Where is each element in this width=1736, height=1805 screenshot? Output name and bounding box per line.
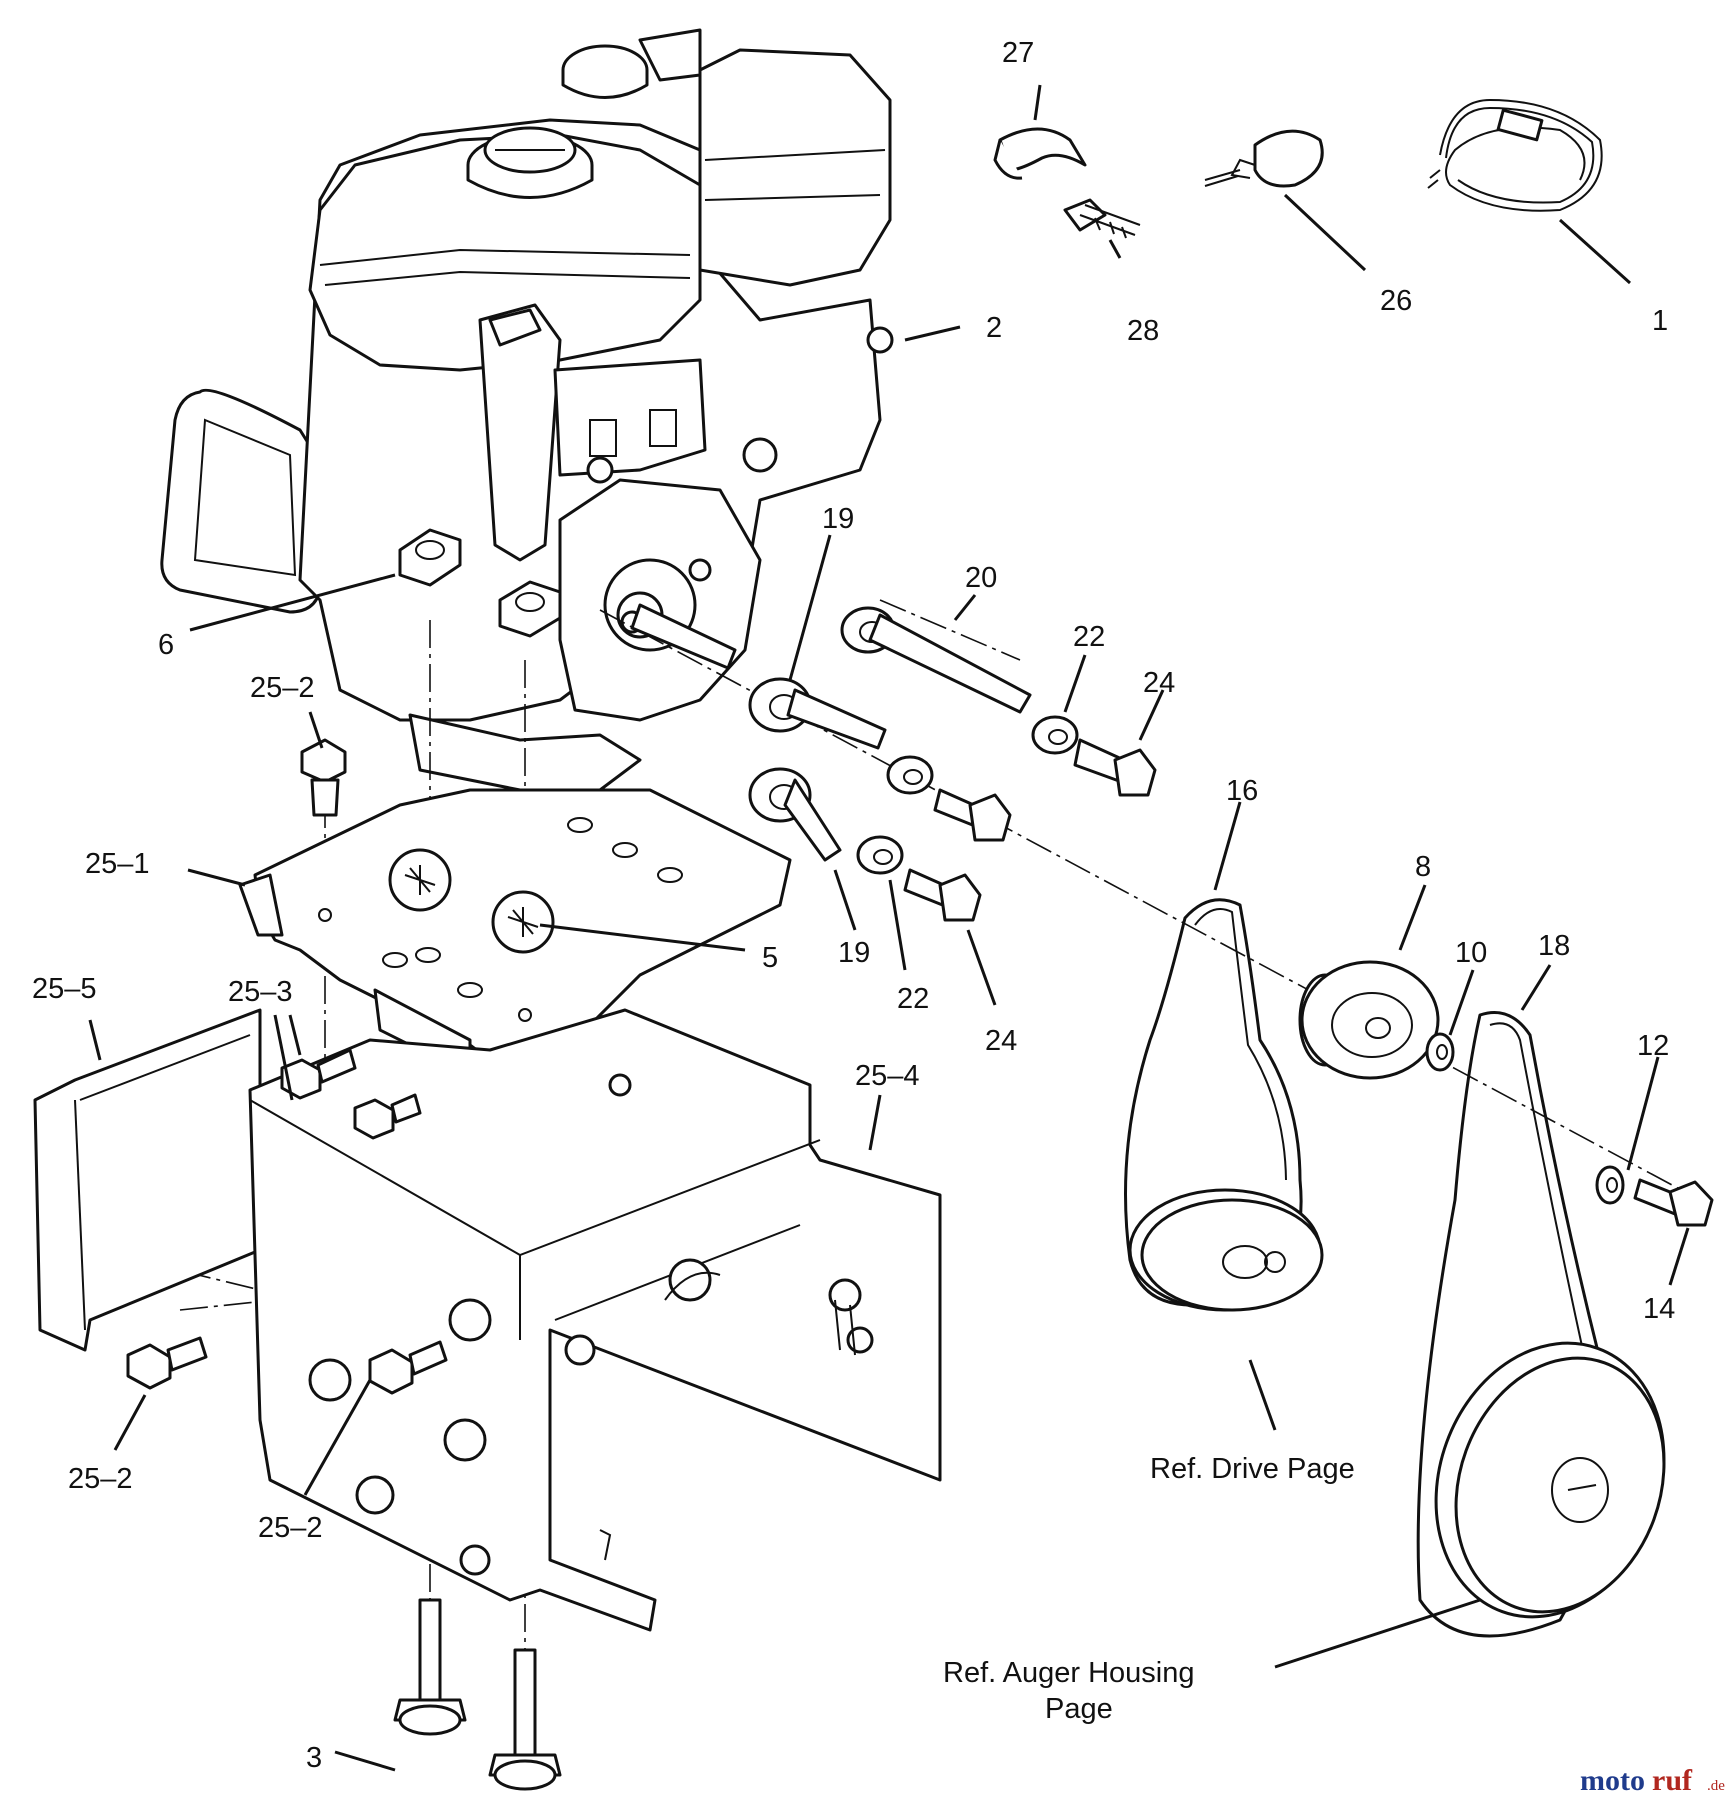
part-25-3-bolt-a [280, 1048, 357, 1100]
part-28-screw [1063, 198, 1141, 239]
callout-25-4: 25–4 [855, 1060, 920, 1092]
callout-10: 10 [1455, 937, 1487, 969]
callout-3: 3 [306, 1742, 322, 1774]
part-14-bolt [1633, 1178, 1714, 1227]
callout-5: 5 [762, 942, 778, 974]
callout-8: 8 [1415, 851, 1431, 883]
auger-pulley [1434, 1341, 1666, 1619]
part-12-washer [1595, 1165, 1625, 1205]
part-3-carriage-bolt-left [393, 1598, 467, 1736]
callout-25-3: 25–3 [228, 976, 293, 1008]
callout-14: 14 [1643, 1293, 1675, 1325]
callout-24-bottom: 24 [985, 1025, 1017, 1057]
part-18-auger-belt [1416, 1011, 1615, 1638]
part-25-2-bolt-top [300, 738, 347, 817]
drive-pulley [1128, 1188, 1324, 1312]
part-22-washer-mid [886, 755, 934, 795]
callout-1: 1 [1652, 305, 1668, 337]
part-10-washer [1425, 1032, 1455, 1072]
part-24-bolt-bottom [903, 868, 982, 922]
callout-labels: 27 28 26 1 2 6 19 20 22 24 16 8 10 18 12… [32, 37, 1675, 1774]
part-3-carriage-bolt-right [488, 1648, 562, 1791]
callout-19-top: 19 [822, 503, 854, 535]
part-22-washer-top [1031, 715, 1079, 755]
callout-27: 27 [1002, 37, 1034, 69]
leader-lines [88, 84, 1690, 1772]
engine [160, 28, 894, 792]
callout-25-1: 25–1 [85, 848, 150, 880]
mount-nut-right [498, 580, 562, 638]
part-26-key [1204, 129, 1324, 188]
callout-22-bottom: 22 [897, 983, 929, 1015]
ref-auger-housing-line1: Ref. Auger Housing [943, 1657, 1194, 1689]
mount-nut-left [398, 528, 462, 587]
callout-25-2-top: 25–2 [250, 672, 315, 704]
part-22-washer-bottom [856, 835, 904, 875]
part-19-eye-bolt-top [748, 677, 887, 750]
part-19-eye-bolt-bottom [748, 767, 842, 862]
callout-24-top: 24 [1143, 667, 1175, 699]
ref-drive-page: Ref. Drive Page [1150, 1453, 1355, 1485]
callout-2: 2 [986, 312, 1002, 344]
part-25-3-bolt-b [353, 1093, 422, 1140]
ref-auger-housing-line2: Page [1045, 1693, 1113, 1725]
watermark-part1: moto [1580, 1764, 1645, 1797]
callout-19-bottom: 19 [838, 937, 870, 969]
part-20-bolt-long [840, 606, 1032, 714]
part-24-bolt-mid [933, 788, 1012, 842]
watermark-logo: moto ruf .de [1580, 1764, 1725, 1797]
callout-20: 20 [965, 562, 997, 594]
part-25-5-frame-cover [33, 1008, 262, 1352]
callout-18: 18 [1538, 930, 1570, 962]
callout-28: 28 [1127, 315, 1159, 347]
callout-16: 16 [1226, 775, 1258, 807]
watermark-part3: .de [1707, 1778, 1725, 1794]
part-27-clip [993, 127, 1087, 180]
part-25-2-bolt-center [368, 1340, 448, 1395]
callout-25-5: 25–5 [32, 973, 97, 1005]
part-24-bolt-top [1073, 738, 1157, 797]
part-1-extension-cord [1427, 98, 1603, 212]
callout-25-2-left: 25–2 [68, 1463, 133, 1495]
part-25-1-mounting-plate [238, 788, 792, 1077]
part-25-4-frame [248, 1008, 942, 1632]
callout-25-2-center: 25–2 [258, 1512, 323, 1544]
part-8-pulley [1298, 960, 1440, 1080]
callout-26: 26 [1380, 285, 1412, 317]
watermark-part2: ruf [1652, 1764, 1693, 1797]
callout-22-top: 22 [1073, 621, 1105, 653]
callout-6: 6 [158, 629, 174, 661]
part-25-2-bolt-left [126, 1336, 208, 1390]
callout-12: 12 [1637, 1030, 1669, 1062]
